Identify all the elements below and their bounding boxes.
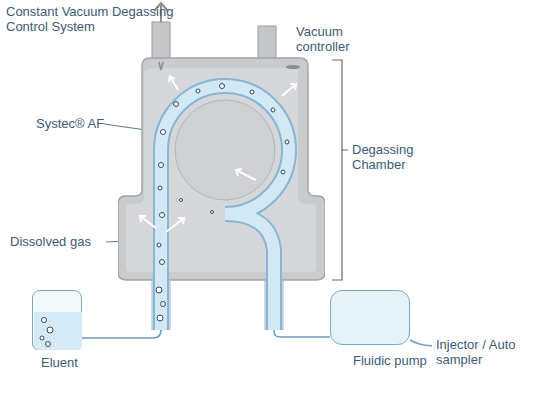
fluid-line: [82, 330, 161, 338]
leader-line: [104, 124, 146, 130]
degassing-chamber: Degassing Chamber: [118, 0, 325, 330]
controller-label: Vacuum controller: [296, 24, 376, 54]
gas-label: Dissolved gas: [10, 234, 106, 249]
chamber-illustration: [118, 0, 325, 330]
chamber-label: Degassing Chamber: [352, 142, 442, 172]
bottle-label: Eluent: [41, 355, 78, 370]
injector-label: Injector / Auto sampler: [436, 337, 536, 367]
pump-label: Fluidic pump: [353, 353, 427, 368]
fluid-line: [274, 330, 330, 337]
system-label: Constant Vacuum Degassing Control System: [6, 4, 176, 34]
eluent-bottle: Eluent: [32, 290, 82, 350]
outlet-line: [410, 340, 432, 346]
tube-label: Systec® AF: [36, 116, 106, 131]
fluidic-pump: Fluidic pump: [330, 290, 410, 345]
chamber-bracket: [332, 60, 348, 280]
eluent-liquid: [32, 290, 84, 352]
